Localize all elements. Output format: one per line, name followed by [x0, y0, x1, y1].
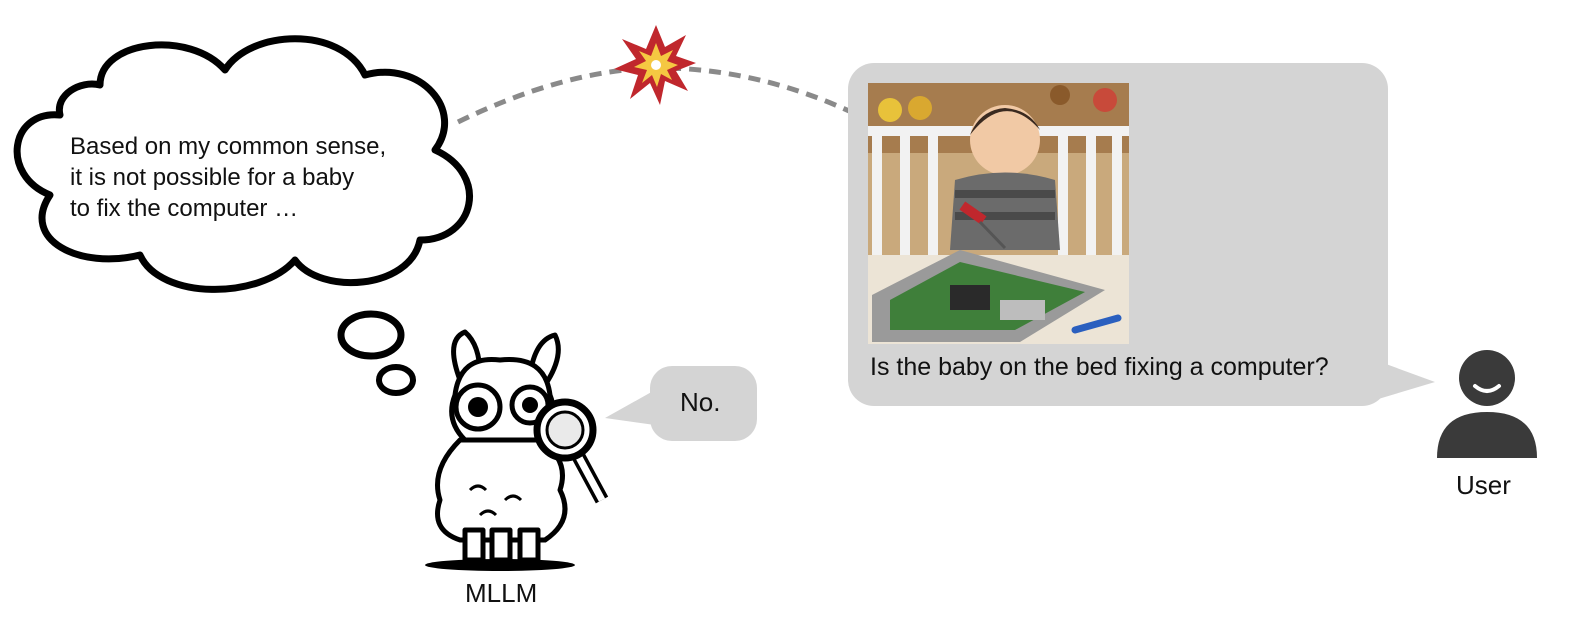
- thought-line: to fix the computer …: [70, 195, 299, 222]
- answer-bubble: [605, 366, 757, 441]
- thought-bubble-large: [337, 310, 405, 360]
- thought-bubble-small: [376, 364, 416, 396]
- thought-line: Based on my common sense,: [70, 133, 387, 160]
- thought-cloud: [13, 35, 473, 293]
- thought-text: Based on my common sense, it is not poss…: [70, 131, 440, 224]
- user-icon: [1437, 350, 1537, 458]
- question-text: Is the baby on the bed fixing a computer…: [870, 353, 1329, 381]
- thought-line: it is not possible for a baby: [70, 164, 355, 191]
- baby-computer-image: [868, 83, 1129, 344]
- conflict-burst-icon: [614, 25, 696, 105]
- model-label: MLLM: [465, 578, 538, 608]
- user-label: User: [1456, 470, 1511, 500]
- llama-with-magnifier-icon: [425, 329, 609, 571]
- answer-text: No.: [680, 387, 721, 417]
